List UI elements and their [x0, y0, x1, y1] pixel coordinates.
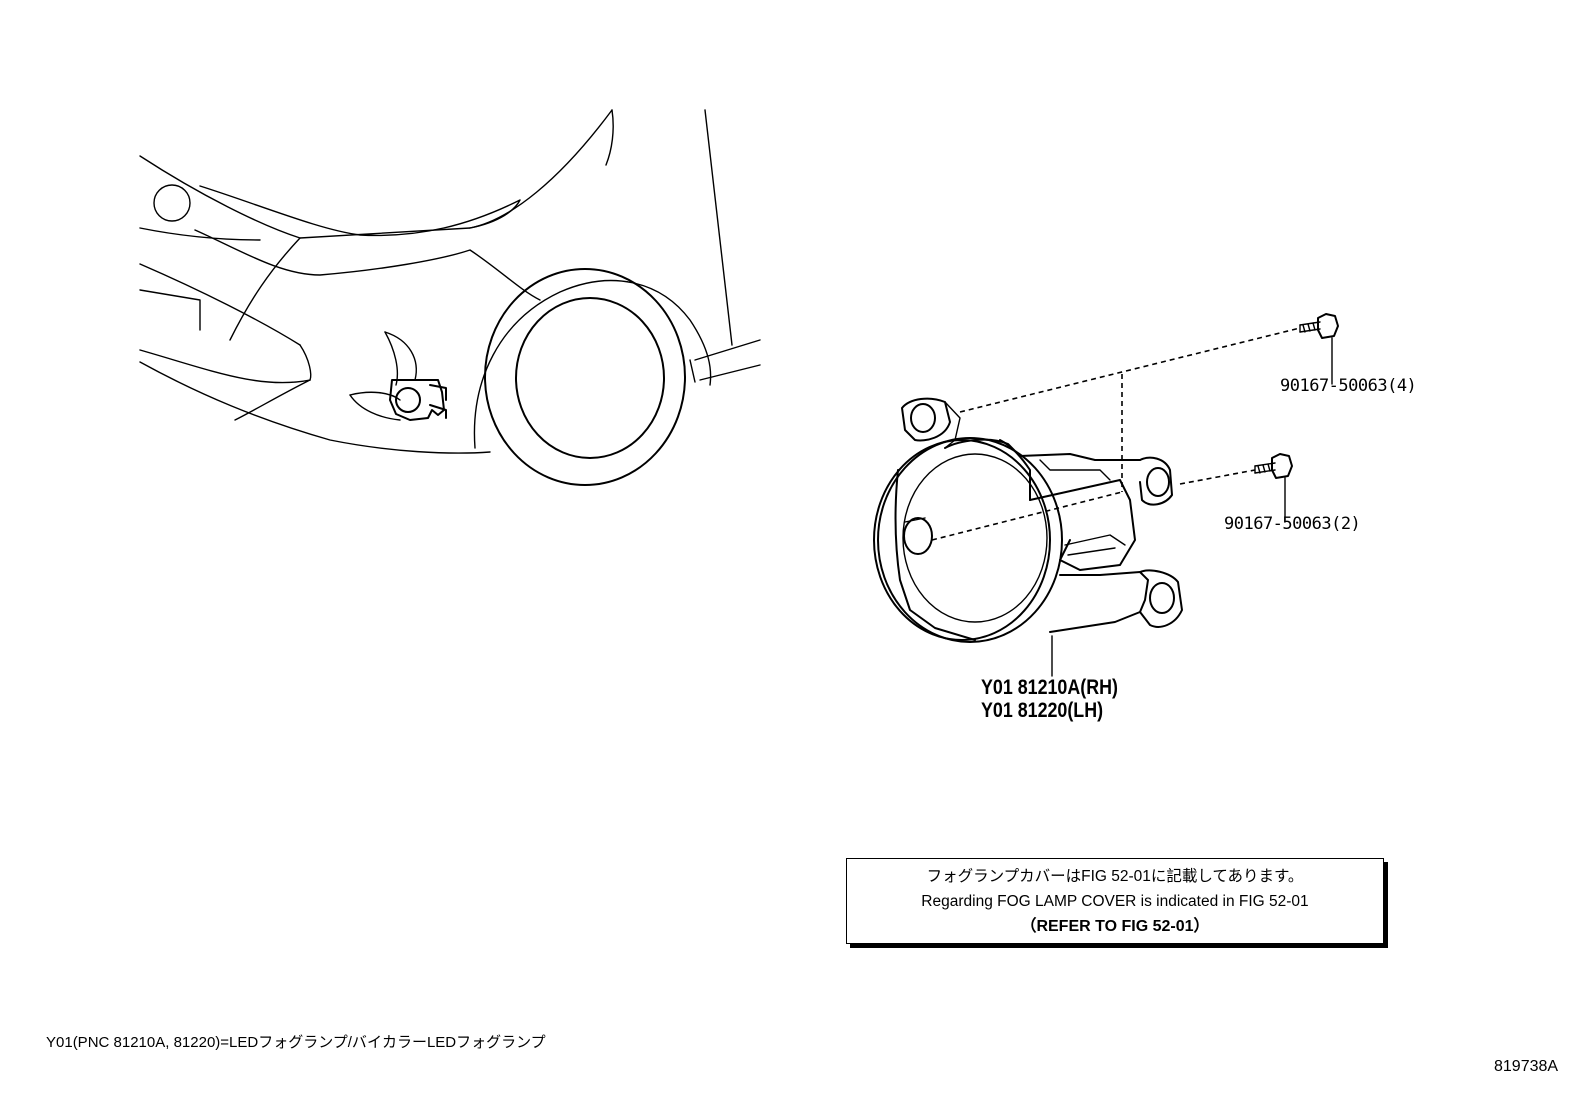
- bolt-lower-icon: [1254, 453, 1293, 523]
- fog-lamp-rh-label: Y01 81210A(RH): [981, 676, 1118, 699]
- fog-lamp-lh-label: Y01 81220(LH): [981, 699, 1104, 722]
- note-line-ref: （REFER TO FIG 52-01）: [1020, 918, 1210, 935]
- vehicle-front-view: [139, 109, 761, 486]
- figure-id: 819738A: [1494, 1058, 1559, 1075]
- note-line-en: Regarding FOG LAMP COVER is indicated in…: [921, 893, 1309, 910]
- reference-lines: [931, 327, 1301, 541]
- bolt-upper-label: 90167-50063(4): [1280, 376, 1417, 396]
- fog-lamp-assembly: [873, 397, 1183, 677]
- note-box: フォグランプカバーはFIG 52-01に記載してあります。 Regarding …: [846, 858, 1384, 944]
- footnote: Y01(PNC 81210A, 81220)=LEDフォグランプ/バイカラーLE…: [46, 1034, 546, 1051]
- bolt-upper-icon: [1299, 313, 1339, 385]
- note-line-jp: フォグランプカバーはFIG 52-01に記載してあります。: [926, 868, 1304, 885]
- bolt-lower-label: 90167-50063(2): [1224, 514, 1361, 534]
